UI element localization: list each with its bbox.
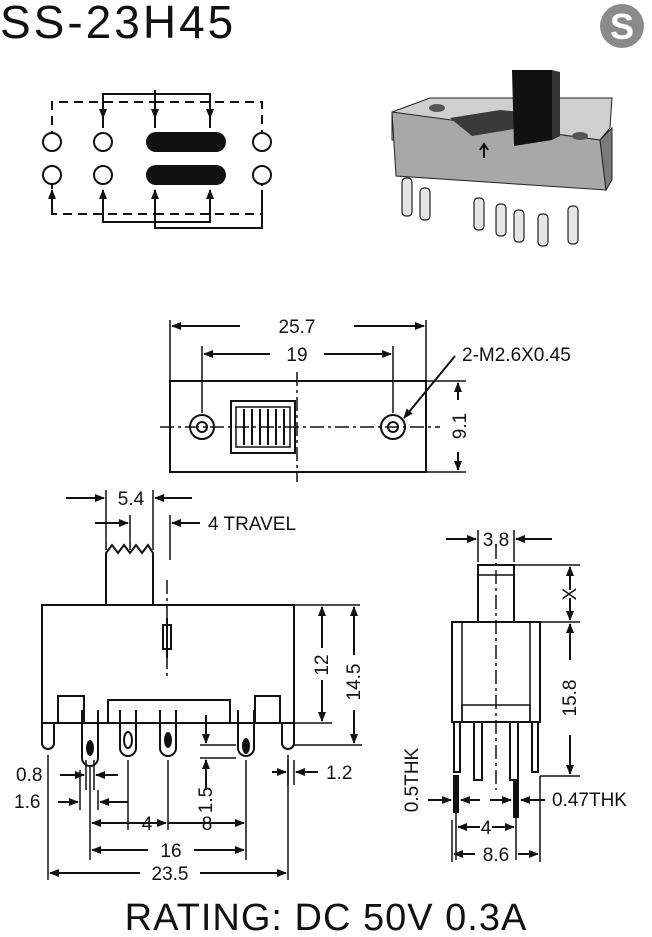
manufacturer-logo: S: [600, 4, 644, 48]
dim-side-body-height: 15.8: [560, 680, 581, 717]
dim-side-width: 8.6: [483, 845, 509, 866]
dim-length: 25.7: [279, 317, 316, 338]
dim-lead-width: 0.8: [16, 765, 42, 786]
dim-actuator-width: 5.4: [118, 489, 145, 510]
product-photo: [391, 70, 613, 247]
dim-actuator-height: X: [560, 587, 581, 600]
dim-mount-lead-offset: 1.2: [326, 763, 352, 784]
dim-mount-lead-width: 1.6: [14, 792, 40, 813]
dim-overall-length: 23.5: [152, 864, 189, 885]
circuit-schematic: [42, 90, 272, 229]
dim-overall-height: 14.5: [344, 664, 365, 701]
dim-mount-thickness: 0.47THK: [552, 790, 627, 811]
logo-letter: S: [610, 6, 634, 47]
side-view: [428, 530, 580, 862]
dim-side-pitch: 4: [481, 818, 492, 839]
dim-side-actuator-width: 3.8: [483, 530, 509, 551]
dim-lead-thickness: 0.5THK: [402, 747, 423, 812]
front-view: [41, 490, 362, 880]
dim-pitch-mid: 8: [202, 814, 213, 835]
dim-lead-length: 1.5: [196, 787, 217, 813]
part-title: SS-23H45: [0, 0, 236, 48]
dim-pitch-16: 16: [160, 841, 181, 862]
dim-body-height: 12: [312, 654, 333, 675]
dim-width: 9.1: [450, 413, 471, 439]
rating-label: RATING: DC 50V 0.3A: [125, 897, 528, 937]
dim-pitch-small: 4: [142, 814, 153, 835]
screw-spec-label: 2-M2.6X0.45: [462, 345, 571, 366]
dim-hole-spacing: 19: [286, 345, 307, 366]
dim-travel: 4 TRAVEL: [208, 514, 296, 535]
top-view: [160, 320, 466, 482]
